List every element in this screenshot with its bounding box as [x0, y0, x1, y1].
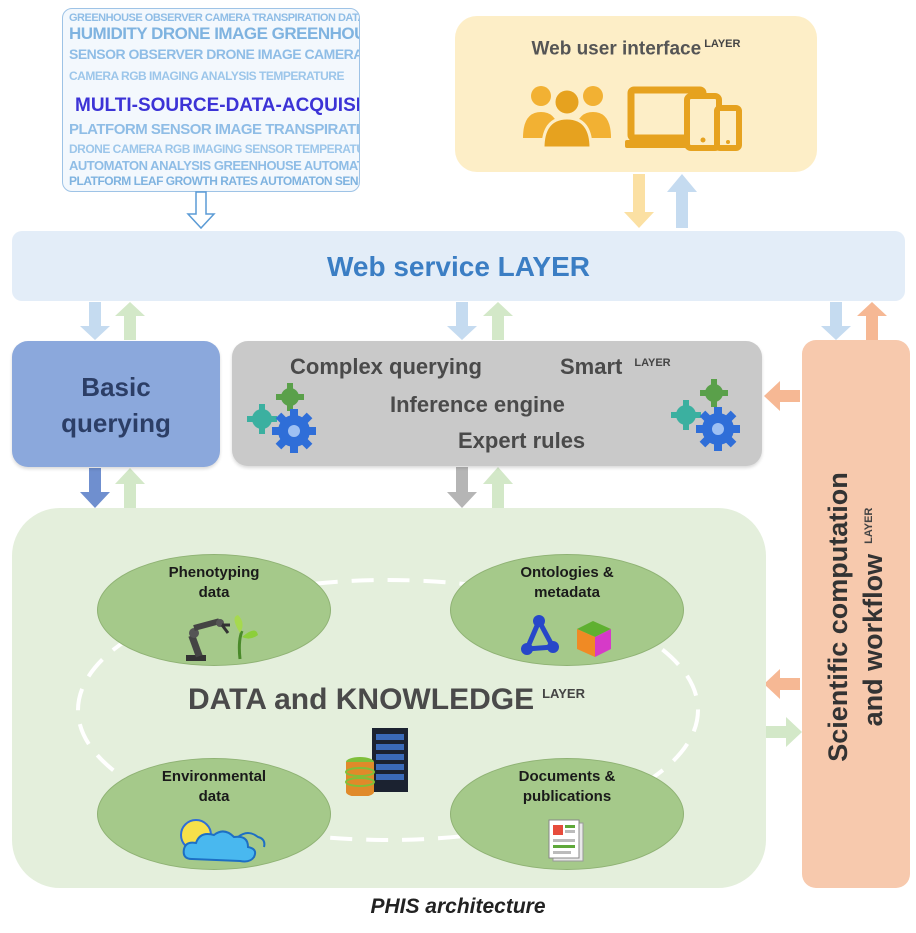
- arrow-down-icon: [447, 302, 477, 340]
- node-label-line1: Phenotyping: [168, 564, 260, 581]
- wordcloud-line: PLATFORM SENSOR IMAGE TRANSPIRATION DATA: [69, 121, 360, 138]
- arrow-up-icon: [115, 468, 145, 508]
- basic-querying-line2: querying: [61, 408, 171, 438]
- sun-cloud-icon: [180, 819, 266, 863]
- wordcloud-main-term: MULTI-SOURCE-DATA-ACQUISITION: [75, 95, 360, 116]
- arrow-down-outline-icon: [186, 191, 216, 230]
- node-label-line1: Documents &: [518, 768, 616, 785]
- basic-querying-line1: Basic: [81, 372, 151, 402]
- phenotyping-data-node: Phenotyping data: [97, 554, 331, 666]
- wordcloud-line: CAMERA RGB IMAGING ANALYSIS TEMPERATURE: [69, 69, 344, 83]
- arrow-up-icon: [115, 302, 145, 340]
- layer-superscript: LAYER: [542, 686, 585, 701]
- web-service-layer: Web service LAYER: [12, 231, 905, 301]
- basic-querying-title: Basic querying: [12, 369, 220, 441]
- gears-icon: [247, 383, 316, 453]
- layer-superscript: LAYER: [634, 356, 671, 369]
- graph-cube-icon: [521, 615, 611, 657]
- layer-superscript: LAYER: [704, 38, 741, 50]
- arrow-down-icon: [80, 302, 110, 340]
- smart-layer-title: Smart LAYER: [560, 354, 671, 380]
- arrow-right-icon: [766, 717, 802, 747]
- scientific-computation-layer: Scientific computation and workflow LAYER: [802, 340, 910, 888]
- node-label-line1: Ontologies &: [520, 564, 614, 581]
- smart-label: Smart: [560, 354, 623, 379]
- arrow-up-icon: [857, 302, 887, 340]
- environmental-data-label: Environmental data: [98, 767, 330, 807]
- arrow-down-icon: [447, 467, 477, 508]
- document-icon: [548, 819, 584, 862]
- arrow-up-icon: [483, 302, 513, 340]
- dashed-ring: [76, 578, 700, 842]
- phenotyping-data-label: Phenotyping data: [98, 563, 330, 603]
- data-knowledge-title-text: DATA and KNOWLEDGE: [188, 683, 535, 716]
- scientific-line1: Scientific computation: [823, 472, 853, 762]
- arrow-down-icon: [821, 302, 851, 340]
- wordcloud-line: GREENHOUSE OBSERVER CAMERA TRANSPIRATION…: [69, 12, 359, 24]
- wordcloud-line: AUTOMATON ANALYSIS GREENHOUSE AUTOMATON: [69, 158, 360, 173]
- arrow-left-icon: [764, 669, 800, 699]
- arrow-left-icon: [764, 381, 800, 411]
- gears-icon: [671, 379, 740, 451]
- wordcloud-line: PLATFORM LEAF GROWTH RATES AUTOMATON SEN…: [69, 174, 360, 188]
- arrow-down-icon: [624, 174, 654, 228]
- scientific-computation-title: Scientific computation and workflow LAYER: [823, 367, 889, 867]
- documents-publications-node: Documents & publications: [450, 758, 684, 870]
- server-database-icon: [345, 728, 408, 796]
- arrow-up-icon: [667, 174, 697, 228]
- scientific-line2: and workflow LAYER: [854, 367, 889, 867]
- data-acquisition-wordcloud: GREENHOUSE OBSERVER CAMERA TRANSPIRATION…: [62, 8, 360, 192]
- wordcloud-line: SENSOR OBSERVER DRONE IMAGE CAMERA ANALY…: [69, 46, 360, 62]
- devices-icon: [625, 86, 742, 151]
- arrow-down-icon: [80, 468, 110, 508]
- documents-publications-label: Documents & publications: [451, 767, 683, 807]
- smart-layer: Complex querying Smart LAYER Inference en…: [232, 341, 762, 466]
- expert-rules-label: Expert rules: [458, 428, 586, 453]
- layer-superscript: LAYER: [863, 507, 875, 544]
- node-label-line2: data: [198, 584, 230, 601]
- inference-engine-label: Inference engine: [390, 392, 565, 417]
- users-icon: [523, 86, 611, 150]
- complex-querying-label: Complex querying: [290, 354, 482, 379]
- web-service-title: Web service LAYER: [326, 251, 591, 282]
- ontologies-metadata-node: Ontologies & metadata: [450, 554, 684, 666]
- web-ui-title-text: Web user interface: [531, 38, 702, 60]
- wordcloud-line: DRONE CAMERA RGB IMAGING SENSOR TEMPERAT…: [69, 142, 360, 156]
- wordcloud-line: HUMIDITY DRONE IMAGE GREENHOUSE DRONE: [69, 24, 359, 43]
- figure-caption: PHIS architecture: [370, 895, 546, 918]
- robot-arm-plant-icon: [186, 615, 258, 661]
- environmental-data-node: Environmental data: [97, 758, 331, 870]
- arrow-up-icon: [483, 467, 513, 508]
- node-label-line2: metadata: [534, 584, 600, 601]
- node-label-line1: Environmental: [161, 768, 267, 785]
- node-label-line2: publications: [522, 788, 612, 805]
- data-knowledge-title: DATA and KNOWLEDGE LAYER: [188, 683, 585, 717]
- scientific-line2-text: and workflow: [858, 553, 888, 727]
- ontologies-metadata-label: Ontologies & metadata: [451, 563, 683, 603]
- data-knowledge-layer: Phenotyping data Ontologies & metadata: [12, 508, 766, 888]
- basic-querying-box: Basic querying: [12, 341, 220, 467]
- node-label-line2: data: [198, 788, 230, 805]
